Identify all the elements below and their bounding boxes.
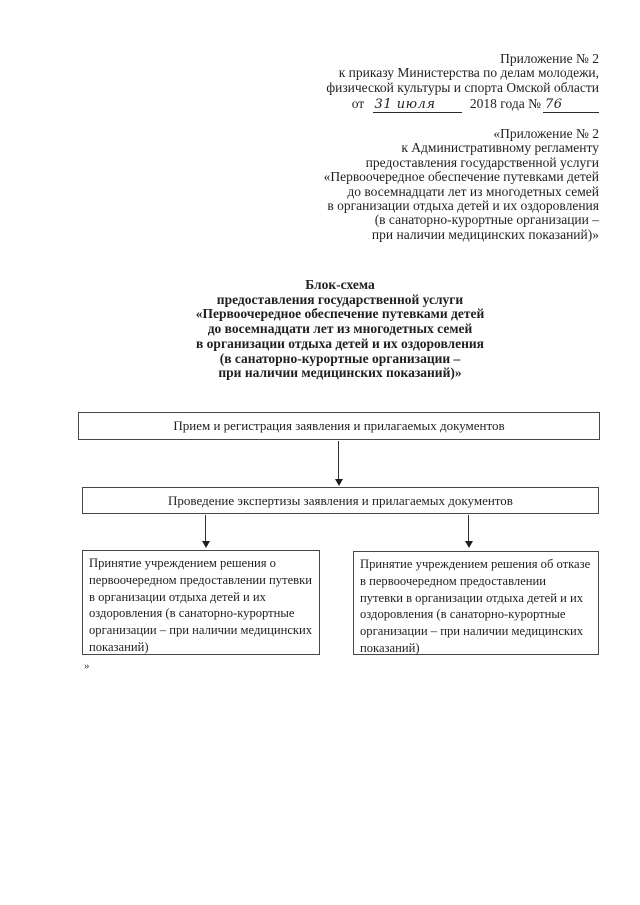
subheader-line: при наличии медицинских показаний)» [371,226,599,242]
flow-arrow-line [338,441,339,480]
handwritten-date: 31 июля [374,96,436,112]
title-line: при наличии медицинских показаний)» [218,365,462,381]
title-line: до восемнадцати лет из многодетных семей [207,321,473,337]
header-line: к приказу Министерства по делам молодежи… [338,65,599,81]
subheader-line: в организации отдыха детей и их оздоровл… [327,198,599,214]
flow-arrow-line [468,515,469,542]
regulation-appendix-header: «Приложение № 2 к Административному регл… [323,126,599,242]
flow-step-expertise-label: Проведение экспертизы заявления и прилаг… [168,492,513,508]
handwritten-number: 76 [545,96,563,112]
date-year-text: 2018 года [469,95,525,111]
title-line: Блок-схема [305,277,375,292]
title-line: предоставления государственной услуги [216,291,464,307]
header-line: Приложение № 2 [500,51,599,66]
title-line: (в санаторно-курортные организации – [219,350,461,366]
subheader-line: предоставления государственной услуги [365,154,599,170]
handwritten-date-field: 31 июля [372,96,462,114]
date-prefix: от [351,95,365,111]
subheader-line: «Первоочередное обеспечение путевками де… [323,169,599,185]
header-line: физической культуры и спорта Омской обла… [326,79,599,95]
subheader-line: (в санаторно-курортные организации – [374,212,599,228]
flow-step-reception-label: Прием и регистрация заявления и прилагае… [173,418,505,433]
flow-step-decision-refuse-label: Принятие учреждением решения об отказе в… [360,557,591,655]
subheader-line: до восемнадцати лет из многодетных семей [347,183,599,199]
title-line: «Первоочередное обеспечение путевками де… [195,306,485,322]
flow-step-decision-approve-label: Принятие учреждением решения о первоочер… [89,556,313,654]
flow-arrow-line [205,515,206,542]
arrow-down-icon [464,541,473,548]
order-appendix-header: Приложение № 2 к приказу Министерства по… [326,51,599,114]
title-line: в организации отдыха детей и их оздоровл… [196,335,484,351]
flow-step-reception: Прием и регистрация заявления и прилагае… [78,412,600,440]
subheader-line: «Приложение № 2 [493,126,599,141]
closing-quote-mark: » [84,660,90,672]
handwritten-number-field: 76 [543,96,599,114]
flow-step-decision-refuse: Принятие учреждением решения об отказе в… [353,551,599,655]
number-sign: № [528,95,541,111]
flow-step-expertise: Проведение экспертизы заявления и прилаг… [82,487,599,514]
subheader-line: к Административному регламенту [401,140,599,156]
flowchart-title: Блок-схема предоставления государственно… [40,277,640,381]
arrow-down-icon [201,541,210,548]
flow-step-decision-approve: Принятие учреждением решения о первоочер… [82,550,320,655]
arrow-down-icon [334,479,343,486]
